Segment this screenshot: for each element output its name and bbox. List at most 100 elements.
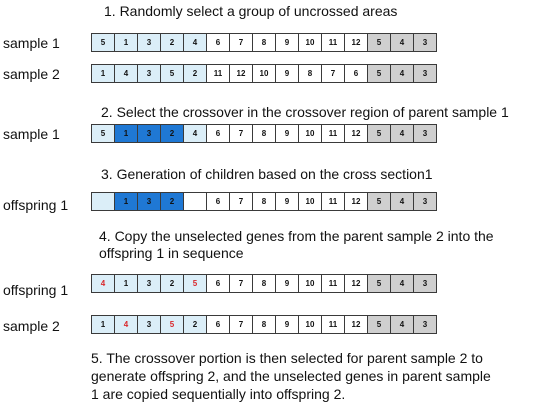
gene-cell: 3	[414, 125, 436, 142]
step-5-caption-line-3: 1 are copied sequentially into offspring…	[91, 386, 346, 402]
gene-cell: 12	[345, 34, 368, 51]
gene-cell: 9	[276, 125, 299, 142]
gene-cell: 8	[253, 34, 276, 51]
gene-cell: 4	[184, 34, 207, 51]
gene-cell: 8	[253, 125, 276, 142]
gene-cell: 10	[299, 34, 322, 51]
gene-cell: 8	[253, 193, 276, 210]
gene-cell: 11	[322, 275, 345, 292]
gene-cell: 3	[138, 34, 161, 51]
gene-cell: 6	[207, 34, 230, 51]
gene-cell: 5	[368, 34, 391, 51]
gene-cell: 5	[92, 34, 115, 51]
gene-cell: 7	[230, 316, 253, 333]
gene-cell: 1	[115, 34, 138, 51]
gene-cell: 11	[207, 65, 230, 82]
gene-cell: 3	[414, 316, 436, 333]
gene-cell: 11	[322, 34, 345, 51]
step-4-caption-line-2: offspring 1 in sequence	[99, 245, 244, 261]
gene-cell: 7	[230, 125, 253, 142]
gene-cell: 12	[345, 316, 368, 333]
gene-cell: 5	[161, 65, 184, 82]
step-3-caption: 3. Generation of children based on the c…	[101, 166, 433, 182]
gene-cell: 10	[299, 316, 322, 333]
gene-cell	[184, 193, 207, 210]
gene-cell: 9	[276, 193, 299, 210]
gene-cell: 7	[230, 193, 253, 210]
row-label-sample-2: sample 2	[3, 66, 60, 82]
gene-cell: 6	[207, 193, 230, 210]
gene-cell: 11	[322, 193, 345, 210]
gene-cell: 3	[138, 125, 161, 142]
gene-cell: 2	[184, 65, 207, 82]
gene-cell: 3	[138, 275, 161, 292]
step-1-caption: 1. Randomly select a group of uncrossed …	[104, 3, 398, 19]
row-label-sample-1: sample 1	[3, 35, 60, 51]
step-5-caption-line-1: 5. The crossover portion is then selecte…	[91, 350, 483, 366]
gene-cell: 3	[414, 65, 436, 82]
gene-cell: 4	[391, 193, 414, 210]
gene-cell: 1	[115, 125, 138, 142]
gene-cell: 3	[414, 193, 436, 210]
gene-cell: 10	[299, 193, 322, 210]
gene-cell: 5	[368, 275, 391, 292]
row-label-offspring-1: offspring 1	[3, 197, 69, 213]
gene-cell: 12	[345, 193, 368, 210]
gene-cell: 3	[414, 34, 436, 51]
gene-cell: 5	[184, 275, 207, 292]
gene-cell: 6	[207, 316, 230, 333]
row-label-sample-2-marked: sample 2	[3, 318, 60, 334]
step-2-caption: 2. Select the crossover in the crossover…	[101, 104, 509, 120]
gene-cell: 5	[368, 125, 391, 142]
gene-cell: 8	[253, 316, 276, 333]
gene-cell: 8	[299, 65, 322, 82]
gene-cell: 5	[368, 193, 391, 210]
gene-cell: 4	[391, 275, 414, 292]
gene-cell: 4	[391, 34, 414, 51]
gene-cell: 1	[92, 65, 115, 82]
gene-cell: 4	[184, 125, 207, 142]
step-5-caption-line-2: generate offspring 2, and the unselected…	[91, 368, 491, 384]
gene-cell: 5	[161, 316, 184, 333]
gene-cell: 1	[115, 193, 138, 210]
gene-cell: 3	[138, 316, 161, 333]
gene-cell: 11	[322, 316, 345, 333]
gene-cell: 10	[299, 275, 322, 292]
gene-cell: 9	[276, 34, 299, 51]
gene-cell: 2	[161, 193, 184, 210]
gene-cell: 12	[345, 125, 368, 142]
gene-cell: 9	[276, 275, 299, 292]
gene-cell: 6	[207, 275, 230, 292]
gene-cell: 10	[299, 125, 322, 142]
gene-cell: 4	[391, 316, 414, 333]
gene-cell: 9	[276, 316, 299, 333]
row-label-sample-1-selected: sample 1	[3, 126, 60, 142]
gene-cell: 7	[230, 34, 253, 51]
gene-cell: 3	[138, 65, 161, 82]
gene-cell: 3	[138, 193, 161, 210]
gene-cell: 4	[92, 275, 115, 292]
gene-cell: 4	[115, 316, 138, 333]
gene-cell: 12	[230, 65, 253, 82]
gene-cell: 6	[207, 125, 230, 142]
gene-cell: 7	[322, 65, 345, 82]
gene-cell: 3	[414, 275, 436, 292]
gene-cell: 8	[253, 275, 276, 292]
gene-cell: 2	[184, 316, 207, 333]
gene-cell: 6	[345, 65, 368, 82]
gene-cell: 1	[92, 316, 115, 333]
gene-cell: 9	[276, 65, 299, 82]
gene-cell: 2	[161, 125, 184, 142]
gene-cell: 2	[161, 275, 184, 292]
gene-cell: 10	[253, 65, 276, 82]
gene-cell: 5	[92, 125, 115, 142]
gene-cell: 5	[368, 316, 391, 333]
gene-cell: 4	[391, 125, 414, 142]
row-label-offspring-1-filled: offspring 1	[3, 282, 69, 298]
